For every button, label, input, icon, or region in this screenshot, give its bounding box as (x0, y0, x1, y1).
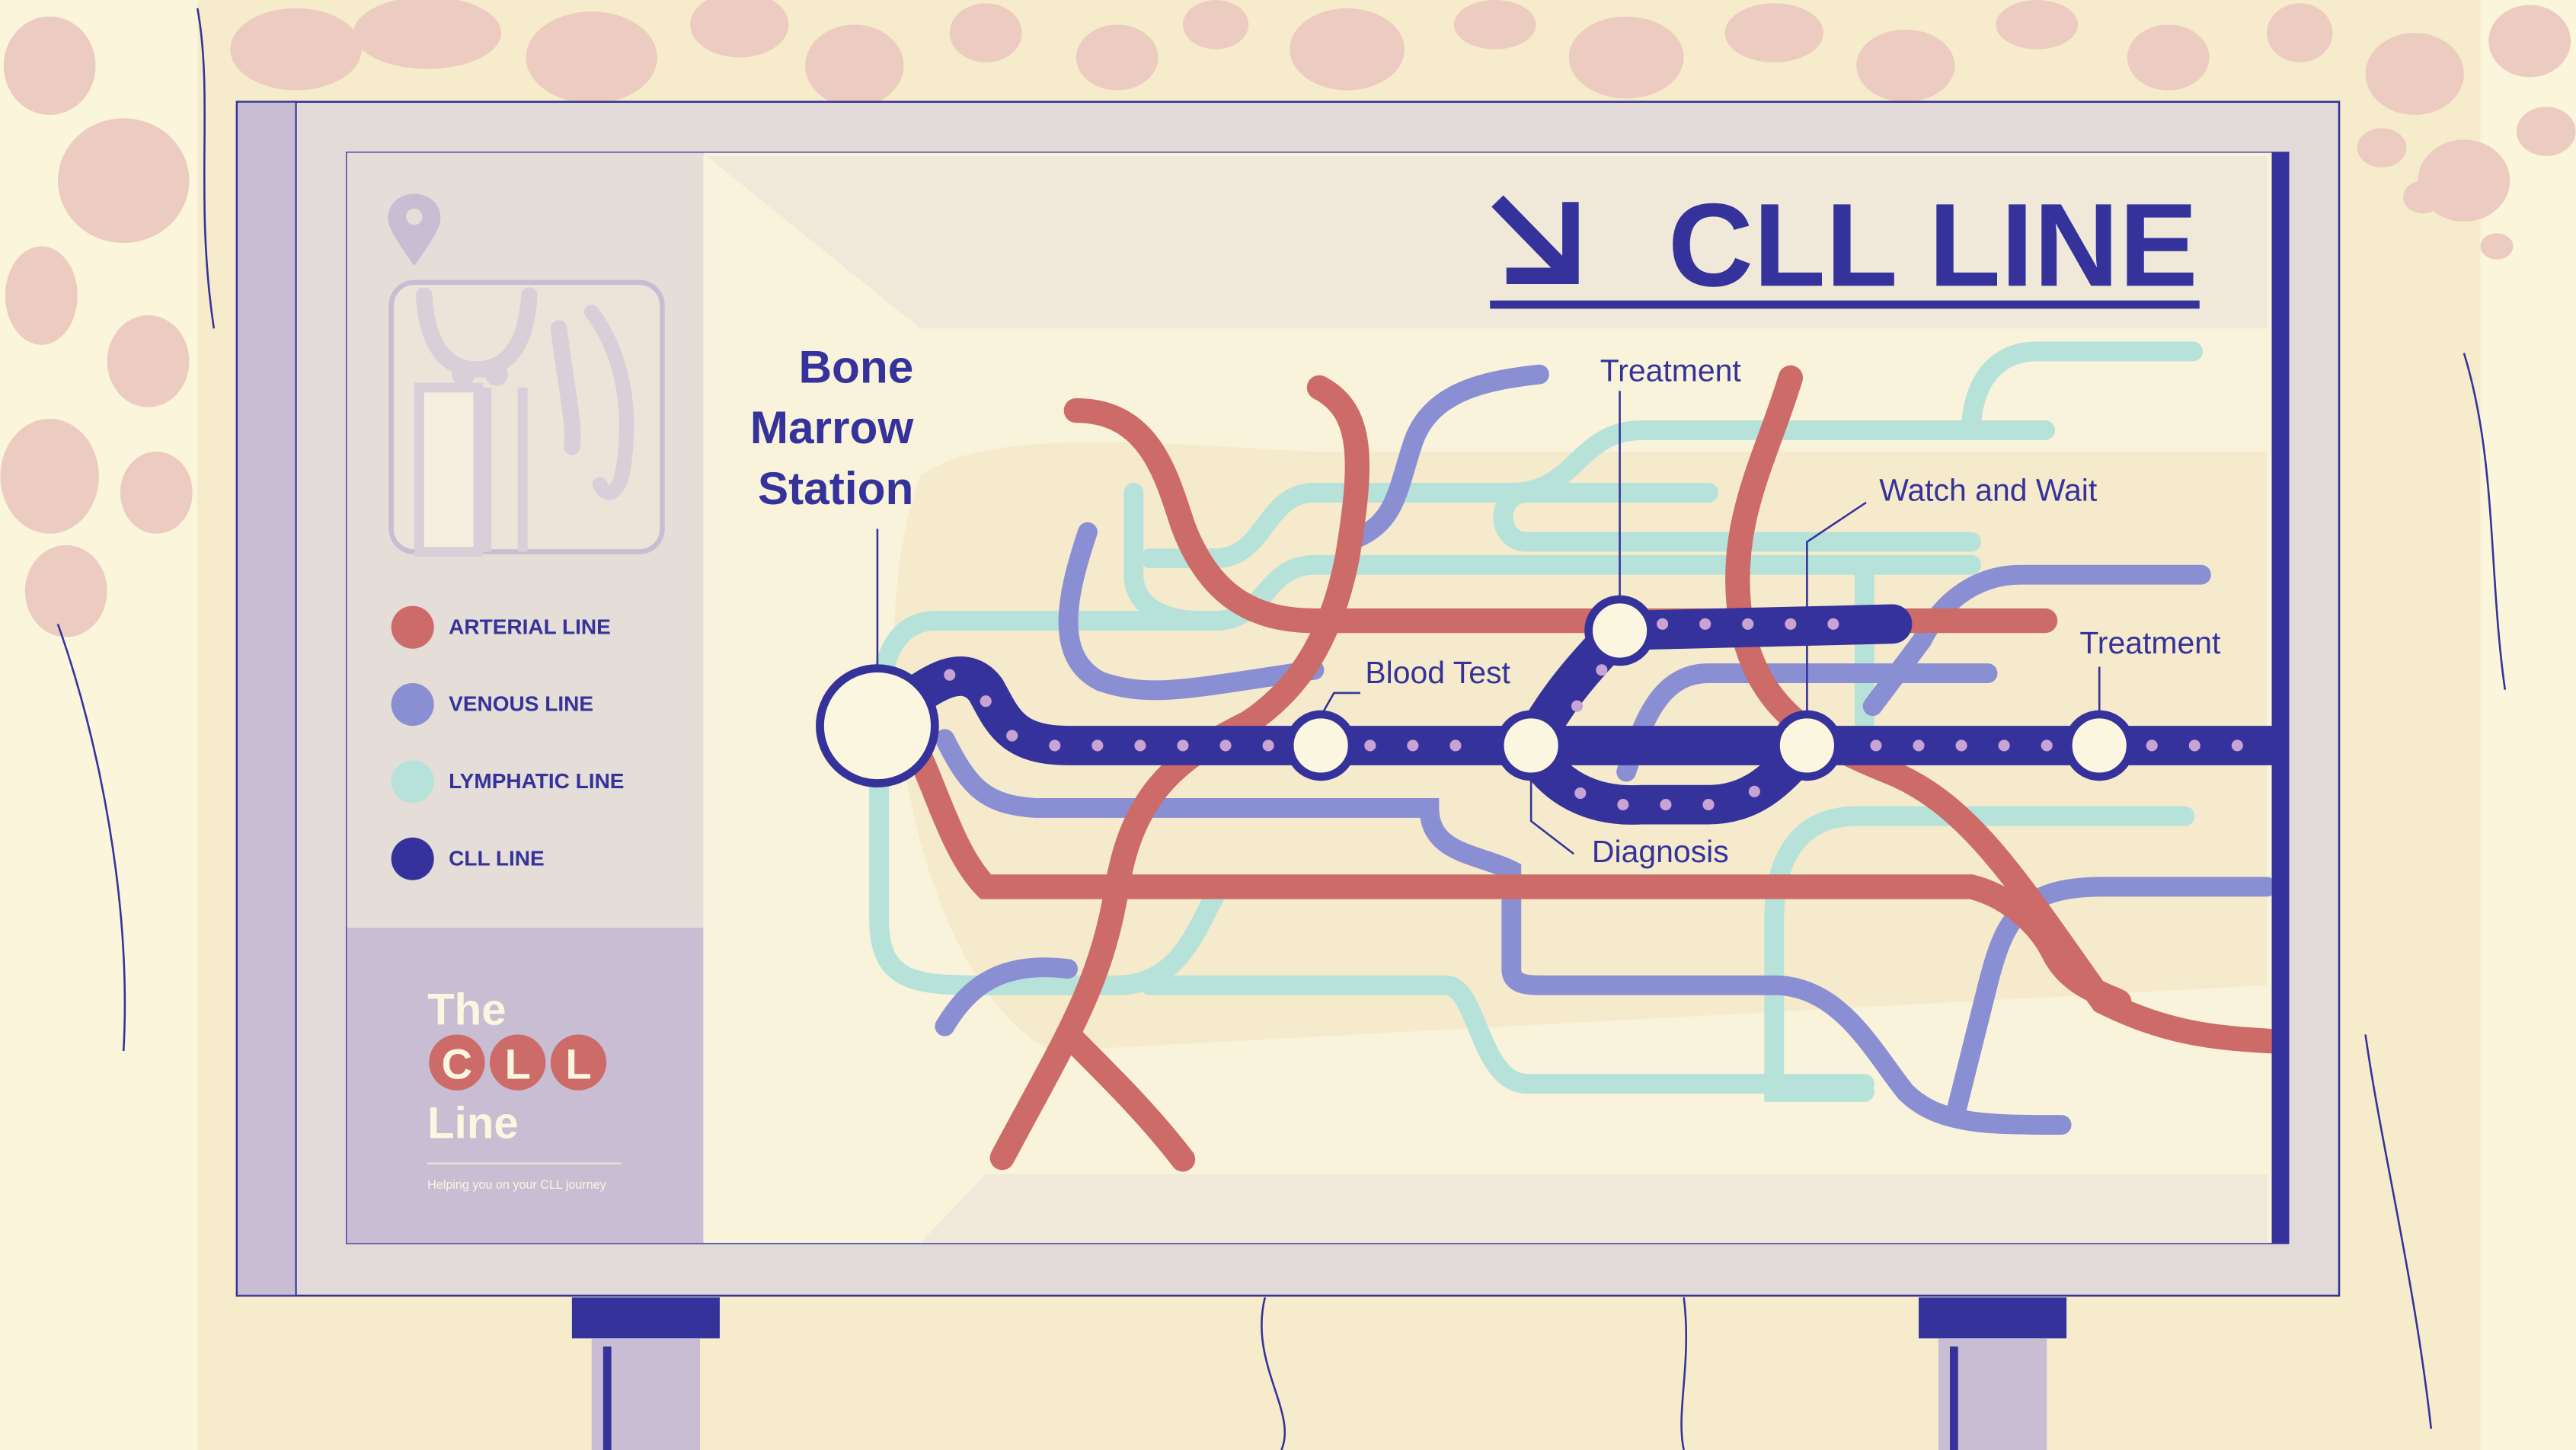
logo-letter-l1: L (505, 1040, 531, 1088)
station-treatment-right (2063, 710, 2135, 781)
origin-station-label-3: Station (758, 462, 914, 514)
station-markers (816, 595, 2135, 787)
legend-label: LYMPHATIC LINE (449, 769, 624, 793)
origin-station-label-2: Marrow (750, 401, 915, 453)
legend-label: CLL LINE (449, 846, 545, 870)
bone-marrow-illustration (388, 279, 665, 557)
legend-item-venous: VENOUS LINE (391, 683, 593, 727)
logo-letter-l2: L (565, 1040, 591, 1088)
logo-tagline: Helping you on your CLL journey (427, 1178, 607, 1192)
arrow-down-right-icon (1491, 195, 1579, 285)
legend-label: VENOUS LINE (449, 692, 593, 716)
station-watch-and-wait (1772, 710, 1843, 781)
treatment-upper-label: Treatment (1600, 353, 1742, 388)
sign-title: CLL LINE (1490, 178, 2200, 311)
station-treatment-upper (1584, 595, 1655, 666)
legend-item-arterial: ARTERIAL LINE (391, 605, 611, 649)
logo: The C L L Line Helping you on your CLL j… (427, 985, 622, 1192)
map-area (703, 152, 2272, 1244)
blood-test-label: Blood Test (1365, 655, 1510, 690)
lymphatic-line (869, 341, 2204, 1102)
station-diagnosis (1495, 710, 1567, 781)
location-pin-icon (388, 193, 441, 267)
logo-top: The (427, 985, 506, 1035)
legend: ARTERIAL LINE VENOUS LINE LYMPHATIC LINE… (391, 605, 625, 880)
treatment-right-label: Treatment (2079, 625, 2221, 660)
diagnosis-label: Diagnosis (1592, 834, 1729, 869)
legend-item-lymphatic: LYMPHATIC LINE (391, 760, 625, 803)
station-origin (816, 664, 939, 787)
station-labels: Bone Marrow Station Blood Test Treatment… (750, 340, 2221, 869)
legend-item-cll: CLL LINE (391, 837, 545, 880)
sign-title-text: CLL LINE (1668, 178, 2198, 311)
callout-lines (876, 391, 2101, 855)
legend-label: ARTERIAL LINE (449, 615, 611, 638)
sign-legs (571, 1297, 2067, 1450)
logo-bottom: Line (427, 1098, 519, 1148)
title-underline (1490, 300, 2200, 309)
station-blood-test (1285, 710, 1357, 781)
watch-and-wait-label: Watch and Wait (1879, 473, 2098, 508)
origin-station-label-1: Bone (798, 340, 913, 392)
logo-letter-c: C (442, 1040, 472, 1088)
left-panel: ARTERIAL LINE VENOUS LINE LYMPHATIC LINE… (347, 152, 704, 1244)
